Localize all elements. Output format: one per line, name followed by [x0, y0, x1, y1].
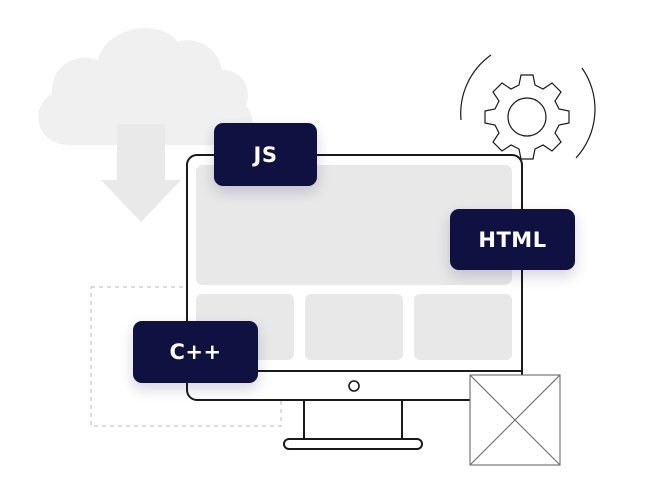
- html-tag: HTML: [450, 209, 575, 270]
- monitor-stand: [283, 398, 423, 450]
- html-tag-label: HTML: [478, 227, 547, 252]
- screen-panel-right: [414, 294, 512, 360]
- screen-panel-middle: [305, 294, 403, 360]
- js-tag-label: JS: [253, 142, 278, 167]
- screen-main-panel: [196, 165, 512, 285]
- image-placeholder-icon: [469, 374, 561, 466]
- cloud-download-icon: [38, 28, 253, 222]
- cpp-tag-label: C++: [169, 340, 222, 364]
- cpp-tag: C++: [133, 321, 258, 383]
- gear-icon: [460, 54, 596, 160]
- js-tag: JS: [214, 123, 317, 186]
